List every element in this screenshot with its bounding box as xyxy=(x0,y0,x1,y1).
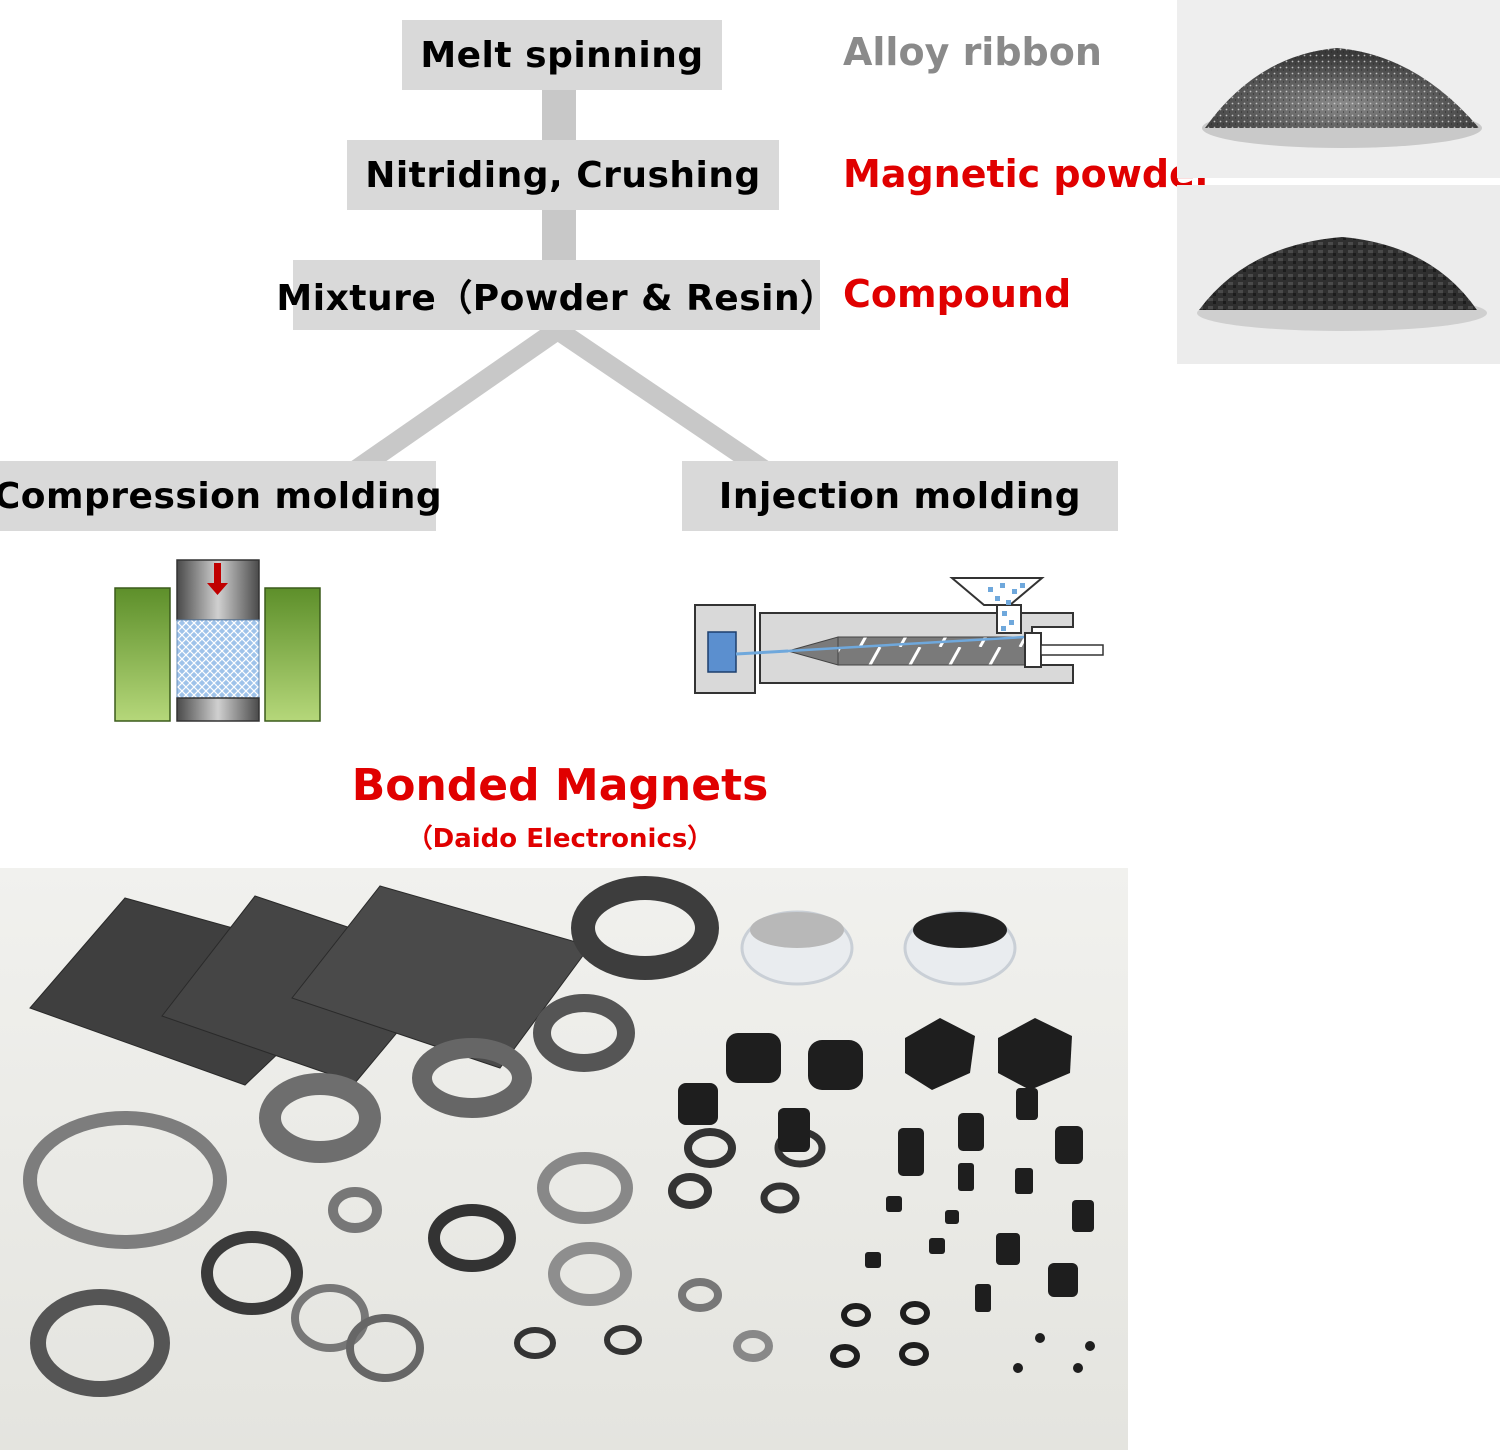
label-magnetic-powder: Magnetic powder xyxy=(843,152,1214,196)
injection-machine-illustration xyxy=(694,577,1104,694)
label-compound: Compound xyxy=(843,272,1072,316)
branch-compression-molding: Compression molding xyxy=(0,461,442,531)
step-nitriding-crushing: Nitriding, Crushing xyxy=(347,140,779,210)
connector-to-injection xyxy=(540,330,770,462)
connector-2-3 xyxy=(542,210,576,262)
connector-1-2 xyxy=(542,90,576,142)
bonded-magnets-subtitle: （Daido Electronics） xyxy=(406,824,714,854)
connector-to-compression xyxy=(350,330,575,462)
label-alloy-ribbon: Alloy ribbon xyxy=(843,30,1102,74)
compression-mold-illustration xyxy=(114,559,321,722)
bonded-magnets-photo xyxy=(0,868,1128,1450)
press-arrow-icon xyxy=(207,563,228,595)
alloy-ribbon-photo xyxy=(1177,0,1500,178)
flow-connectors xyxy=(350,90,770,462)
branch-injection-molding: Injection molding xyxy=(682,461,1118,531)
step-mixture: Mixture（Powder & Resin） xyxy=(276,260,836,330)
bonded-magnets-title: Bonded Magnets xyxy=(351,760,769,811)
compound-photo xyxy=(1177,185,1500,364)
step-melt-spinning: Melt spinning xyxy=(402,20,722,90)
